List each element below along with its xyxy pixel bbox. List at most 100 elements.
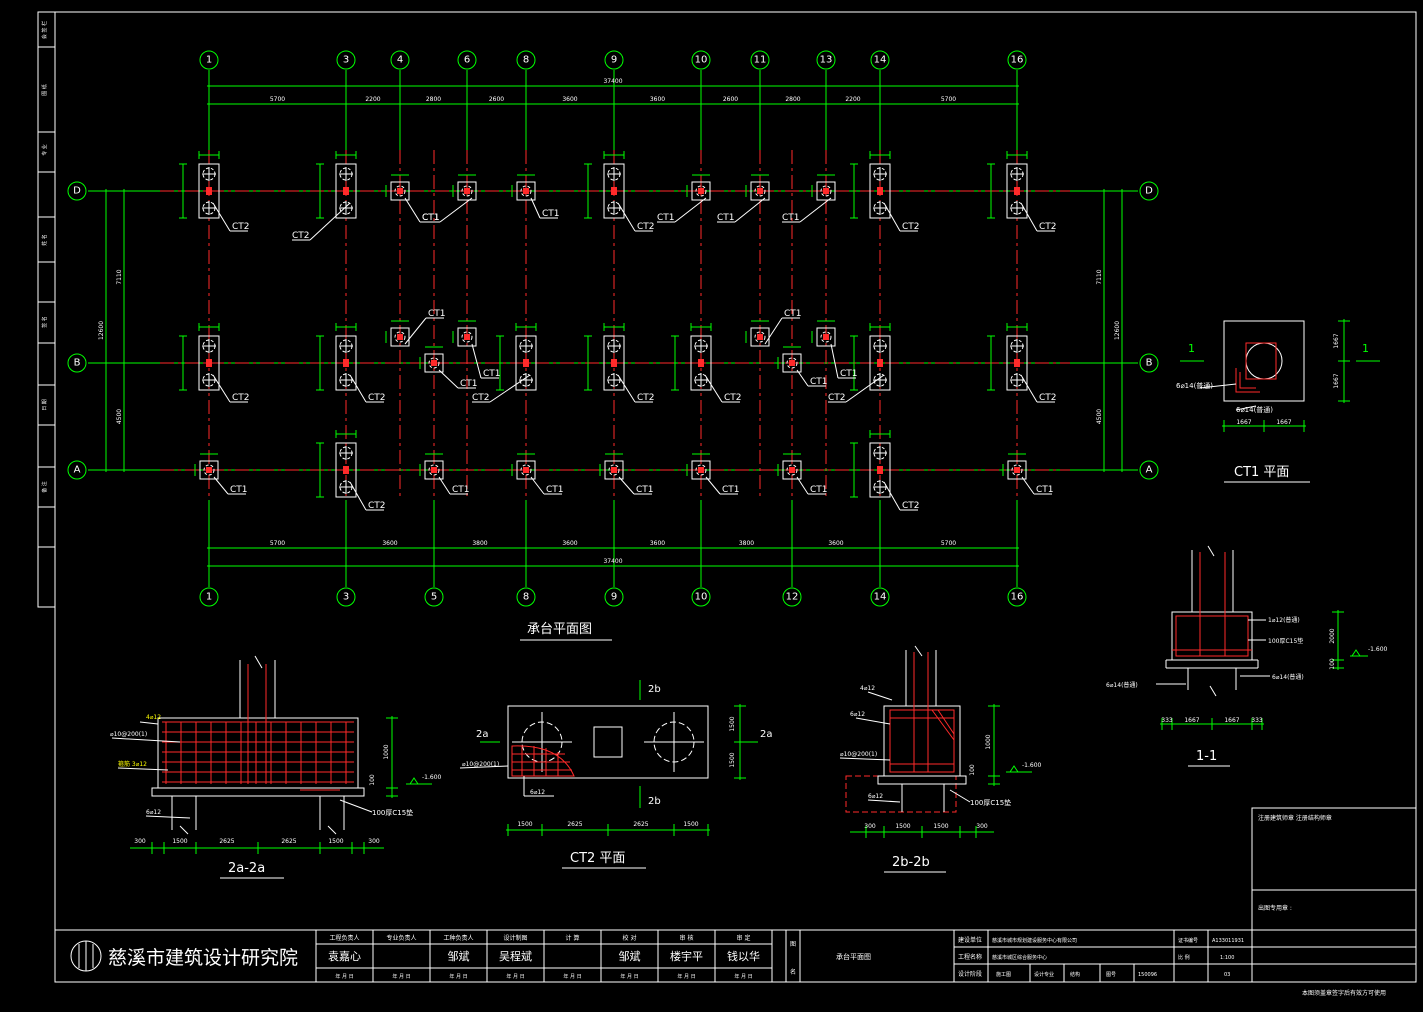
tb-scale-lbl: 比 例 [1178, 954, 1190, 961]
left-strip-4: 签 名 [41, 316, 48, 328]
ct1-label: CT1 [542, 209, 560, 219]
tb-date: 年 月 日 [506, 973, 524, 980]
plan-title: 承台平面图 [527, 622, 592, 637]
ct2-mark-bottom: 2b [648, 796, 661, 807]
tb-col-header: 审 定 [737, 934, 751, 942]
sec2b-note-0: 4⌀12 [860, 685, 875, 692]
tb-col-header: 计 算 [566, 934, 580, 942]
dim-span-top: 3600 [562, 96, 577, 103]
dim-span-top: 5700 [941, 96, 956, 103]
column-axis-label-bottom: 12 [786, 592, 799, 603]
column-axis-label-bottom: 9 [611, 592, 617, 603]
dim-span-bottom: 3600 [650, 540, 665, 547]
sec2b-level: -1.600 [1022, 762, 1042, 769]
ct2-plan-title: CT2 平面 [570, 851, 625, 866]
column-axis-label-bottom: 8 [523, 592, 529, 603]
sec1-title: 1-1 [1196, 749, 1217, 764]
ct2-label: CT2 [232, 393, 250, 403]
sec1-level: -1.600 [1368, 646, 1388, 653]
dim-span-top: 5700 [270, 96, 285, 103]
sec2a-dim-h: 1000 [383, 744, 390, 759]
left-strip-3: 姓 名 [41, 234, 48, 246]
section-1-1: 1⌀12(普通) 100厚C15垫 6⌀14(普通) 6⌀14(普通) 2000… [1106, 545, 1388, 767]
column-axis-label-top: 4 [397, 55, 403, 66]
sec2a-note-2: 箍筋 3⌀12 [118, 760, 147, 768]
dim-span-bottom: 5700 [270, 540, 285, 547]
ct2-dim-2: 2625 [633, 821, 648, 828]
tb-no-val: 150096 [1138, 972, 1157, 978]
sec1-note-b: 100厚C15垫 [1268, 637, 1303, 645]
sec2a-note-1: ⌀10@200(1) [110, 731, 147, 738]
ct1-label: CT1 [230, 485, 248, 495]
left-strip-1: 图 纸 [41, 84, 48, 96]
column-axis-label-bottom: 1 [206, 592, 212, 603]
tb-scale-val: 1:100 [1220, 955, 1234, 961]
ct1-label: CT1 [810, 377, 828, 387]
tb-signature: 楼宇平 [670, 949, 703, 963]
column-axis-label-top: 14 [874, 55, 887, 66]
dim-span-bottom: 3800 [472, 540, 487, 547]
tb-tu: 图 [790, 941, 796, 948]
ct1-label: CT1 [452, 485, 470, 495]
column-axis-label-top: 6 [464, 55, 470, 66]
tb-phase: 施工图 [996, 971, 1011, 978]
tb-name-lbl: 工程名称 [958, 953, 982, 961]
left-strip: 会 签 栏 图 纸 专 业 姓 名 签 名 日 期 备 注 [41, 21, 48, 493]
column-axis-label-bottom: 14 [874, 592, 887, 603]
column-axis-label-top: 9 [611, 55, 617, 66]
sec1-dim-2: 1667 [1224, 717, 1239, 724]
dim-span-bottom: 3800 [739, 540, 754, 547]
sec2a-dim-0: 300 [134, 838, 146, 845]
sec2b-pad: 100厚C15垫 [970, 798, 1011, 807]
tb-bottom-note: 本图须盖章签字后有效方可使用 [1302, 989, 1386, 997]
ct2-label: CT2 [902, 222, 920, 232]
institute-logo [70, 940, 102, 972]
column-axis-label-top: 3 [343, 55, 349, 66]
dim-right: 7110 [1096, 269, 1103, 284]
tb-name: 慈溪市城区综合服务中心 [992, 954, 1047, 961]
dim-span-top: 2200 [845, 96, 860, 103]
ct2-label: CT2 [637, 393, 655, 403]
sec2a-dim-1: 1500 [172, 838, 187, 845]
row-axis-label: D [73, 186, 81, 197]
tb-unit-lbl: 建设单位 [958, 936, 982, 944]
sec2b-note-1: 6⌀12 [850, 711, 865, 718]
ct1-label: CT1 [840, 369, 858, 379]
tb-col-header: 审 核 [680, 934, 694, 942]
tb-ming: 名 [790, 968, 796, 976]
column-axis-label-top: 8 [523, 55, 529, 66]
sheet-frame [37, 11, 1417, 983]
dim-span-bottom: 5700 [941, 540, 956, 547]
ct2-mark-left: 2a [476, 729, 489, 740]
ct2-dim-3: 1500 [683, 821, 698, 828]
ct1-label: CT1 [422, 213, 440, 223]
ct1-plan-title: CT1 平面 [1234, 465, 1289, 480]
left-strip-2: 专 业 [41, 144, 48, 156]
left-strip-0: 会 签 栏 [41, 21, 48, 39]
tb-col-header: 专业负责人 [386, 934, 416, 942]
row-axis-label: A [74, 465, 81, 476]
ct2-mark-top: 2b [648, 684, 661, 695]
sec1-dim-1: 1667 [1184, 717, 1199, 724]
stamp-panel: 注册建筑师章 注册结构师章 出图专用章 : [1251, 807, 1417, 931]
sec2a-rebar-mesh [162, 664, 354, 784]
tb-signature: 邹斌 [619, 950, 641, 963]
ct2-dim-r1: 1500 [729, 716, 736, 731]
dim-span-top: 2200 [365, 96, 380, 103]
institute-name: 慈溪市建筑设计研究院 [108, 947, 298, 969]
ct1-dim-b2: 1667 [1276, 419, 1291, 426]
left-strip-5: 日 期 [42, 399, 48, 411]
column-axis-label-top: 16 [1011, 55, 1024, 66]
sec2a-dim-h2: 100 [369, 774, 376, 786]
ct2-label: CT2 [368, 393, 386, 403]
sec1-dim-0: 333 [1161, 717, 1173, 724]
ct2-dim-0: 1500 [517, 821, 532, 828]
dim-total-top: 37400 [603, 78, 622, 85]
dim-span-bottom: 3600 [562, 540, 577, 547]
drawing-name: 承台平面图 [836, 952, 871, 961]
sec2b-dim-2: 1500 [933, 823, 948, 830]
ct2-label: CT2 [724, 393, 742, 403]
sec1-dim-h2: 100 [1329, 658, 1336, 670]
ct1-label: CT1 [483, 369, 501, 379]
sec2a-dim-2: 2625 [219, 838, 234, 845]
